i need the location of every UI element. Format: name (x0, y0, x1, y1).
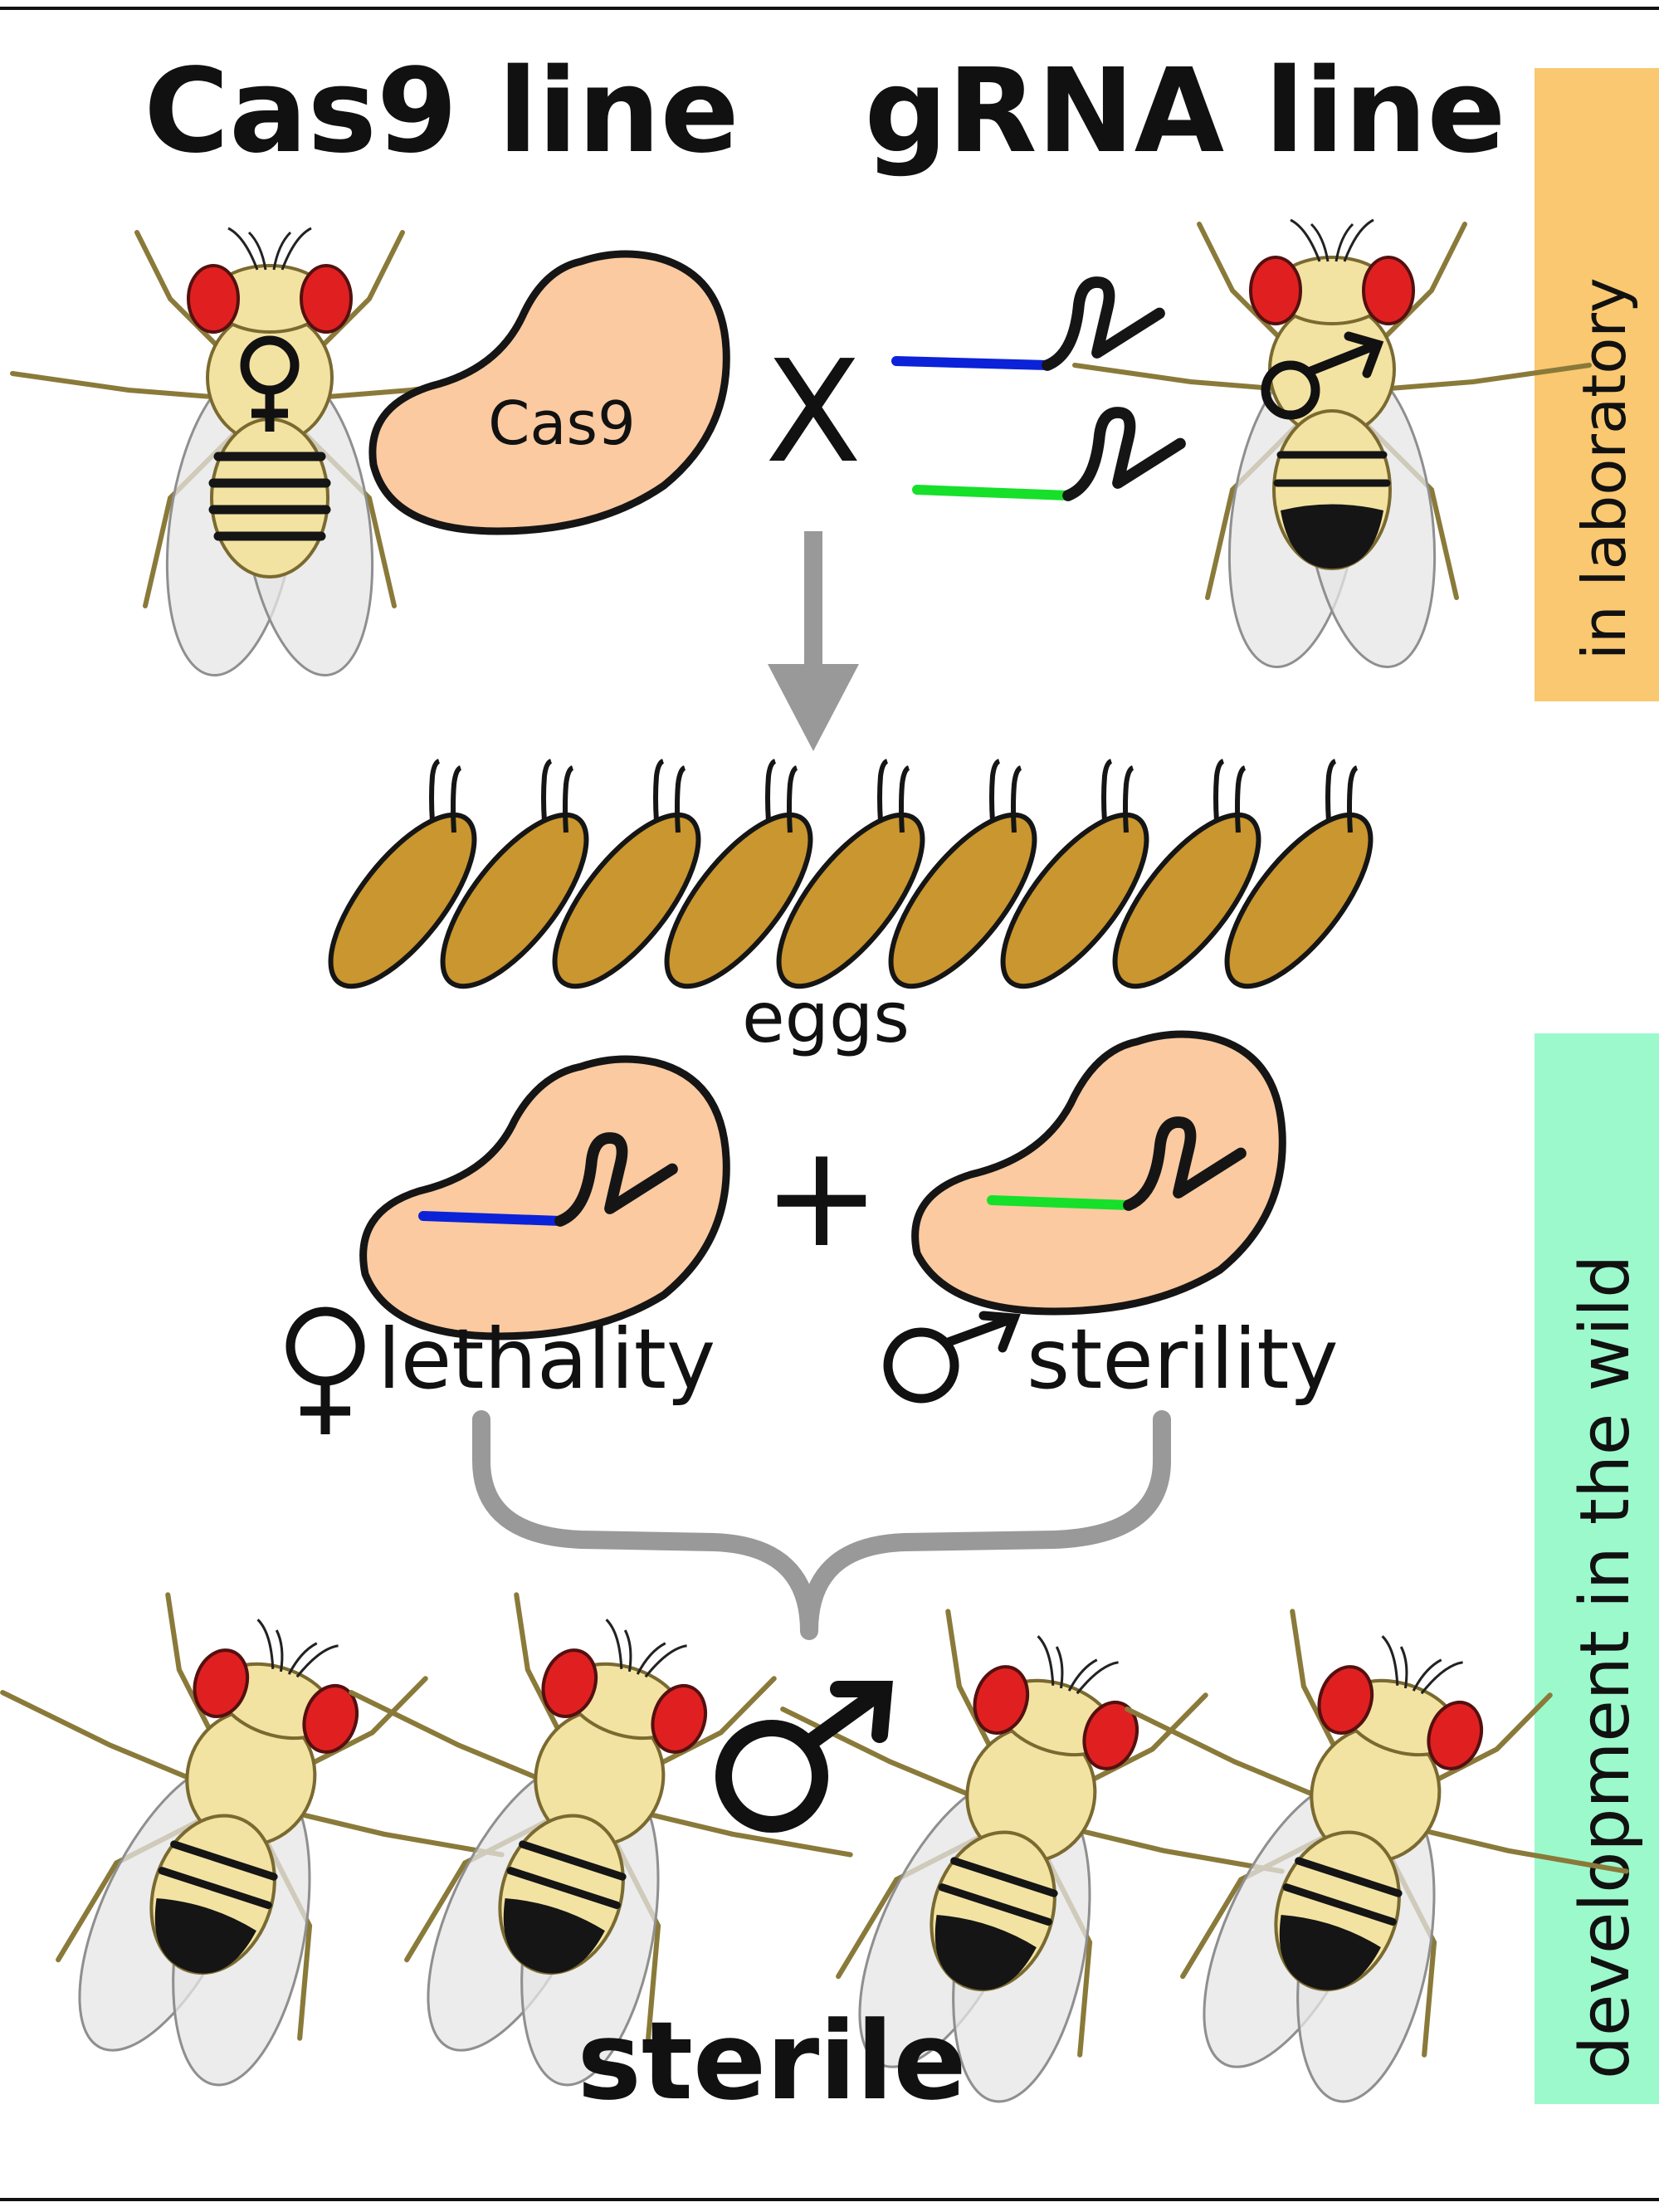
cross-result-arrow (768, 531, 859, 751)
lab-band-label: in laboratory (1569, 277, 1639, 660)
complex-blue (359, 1055, 730, 1340)
cas9-line-title: Cas9 line (144, 44, 739, 179)
wild-band (1535, 1033, 1659, 2104)
cas9-protein-label: Cas9 (488, 388, 636, 458)
grna-green (912, 413, 1180, 496)
eggs-row (306, 761, 1396, 1008)
female-symbol (285, 1306, 365, 1434)
plus-symbol: + (763, 1115, 881, 1279)
sterile-fly-1 (0, 1551, 548, 2156)
sterility-label: sterility (1027, 1311, 1339, 1408)
female-symbol (240, 335, 300, 432)
convergence-brace (472, 1410, 1171, 1640)
cross-symbol: X (765, 330, 861, 495)
female-fly (12, 228, 527, 684)
wild-band-label: development in the wild (1566, 1255, 1645, 2079)
complex-green (911, 1030, 1286, 1316)
male-symbol (715, 1681, 893, 1833)
grna-blue (891, 282, 1159, 365)
male-symbol (883, 1311, 1021, 1404)
sterile-label: sterile (577, 1998, 966, 2124)
male-symbol (1261, 331, 1384, 420)
lethality-label: lethality (378, 1311, 715, 1408)
grna-line-title: gRNA line (865, 44, 1506, 179)
male-fly (1075, 220, 1589, 676)
lab-band (1535, 68, 1659, 701)
cas9-protein: Cas9 (368, 250, 730, 535)
eggs-label: eggs (742, 977, 910, 1058)
